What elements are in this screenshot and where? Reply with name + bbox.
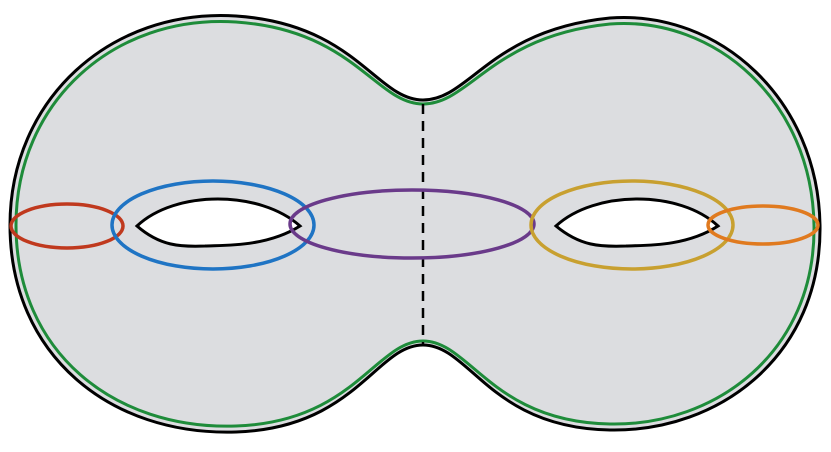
left-boundary-loop (9, 202, 125, 250)
right-hole-loop (529, 179, 735, 271)
surface-inner-outline (14, 20, 816, 428)
right-boundary-loop (706, 204, 820, 246)
right-hole (553, 197, 721, 248)
middle-loop (288, 188, 536, 260)
surface-body (10, 15, 821, 433)
left-hole (134, 197, 303, 248)
left-hole-loop (110, 179, 316, 271)
